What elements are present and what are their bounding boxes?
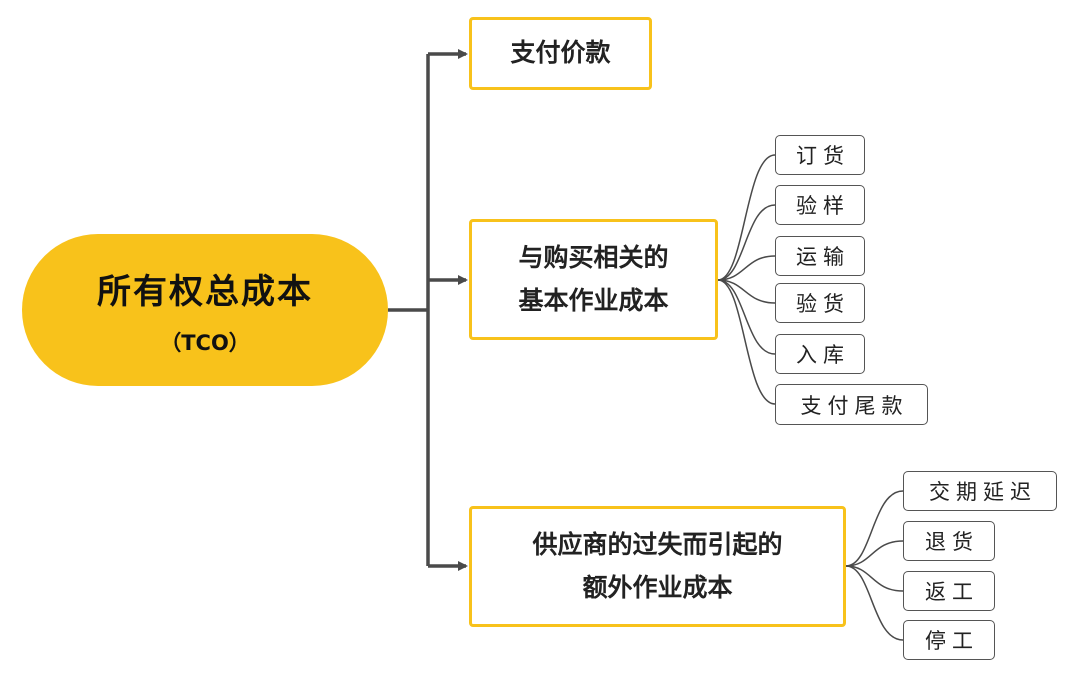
branch-2-leaf-curves (717, 154, 776, 405)
leaf-ordering: 订货 (775, 135, 865, 175)
leaf-work-stoppage: 停工 (903, 620, 995, 660)
leaf-return-goods: 退货 (903, 521, 995, 561)
leaf-warehousing: 入库 (775, 334, 865, 374)
leaf-sample-inspection: 验样 (775, 185, 865, 225)
branch-2-line-2: 基本作业成本 (518, 285, 669, 315)
root-title: 所有权总成本 (97, 271, 313, 312)
branch-node-3: 供应商的过失而引起的 额外作业成本 (469, 506, 846, 627)
branch-3-leaf-curves (845, 490, 904, 641)
leaf-goods-inspection: 验货 (775, 283, 865, 323)
branch-3-line-1: 供应商的过失而引起的 (532, 530, 783, 559)
leaf-rework: 返工 (903, 571, 995, 611)
branch-node-2: 与购买相关的 基本作业成本 (469, 219, 718, 340)
leaf-final-payment: 支付尾款 (775, 384, 928, 425)
branch-node-1: 支付价款 (469, 17, 652, 90)
root-subtitle: （TCO） (160, 330, 250, 355)
root-node: 所有权总成本 （TCO） (22, 234, 388, 386)
leaf-transport: 运输 (775, 236, 865, 276)
branch-3-line-2: 额外作业成本 (582, 572, 733, 602)
leaf-delivery-delay: 交期延迟 (903, 471, 1057, 511)
branch-2-line-1: 与购买相关的 (518, 243, 669, 272)
branch-1-line-1: 支付价款 (510, 38, 611, 68)
